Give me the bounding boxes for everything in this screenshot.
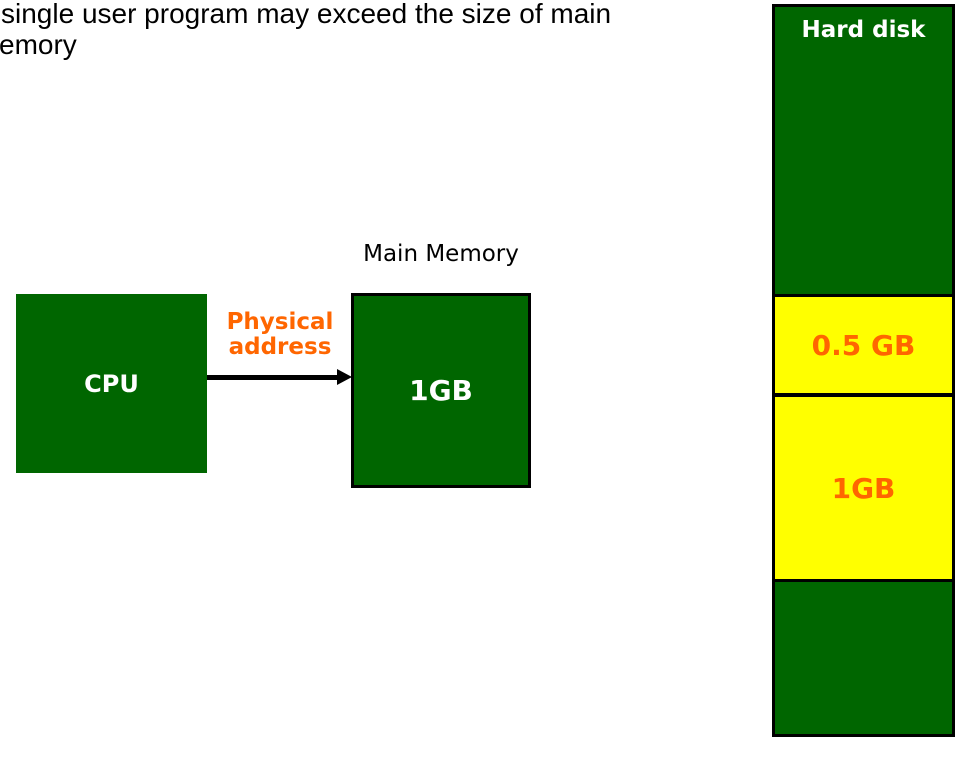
- hard-disk-section-top: Hard disk: [775, 7, 952, 294]
- main-memory-size-label: 1GB: [409, 374, 473, 407]
- hard-disk-section-bottom: [775, 582, 952, 734]
- heading-line-1: single user program may exceed the size …: [1, 0, 612, 29]
- hard-disk-section-half-gb: 0.5 GB: [775, 297, 952, 393]
- cpu-box: CPU: [16, 294, 207, 473]
- hard-disk-column: Hard disk 0.5 GB 1GB: [772, 4, 955, 737]
- main-memory-title: Main Memory: [363, 241, 519, 267]
- main-memory-box: 1GB: [351, 293, 531, 488]
- cpu-label: CPU: [84, 369, 139, 398]
- physical-address-line1: Physical: [226, 309, 334, 335]
- hard-disk-one-gb-label: 1GB: [831, 471, 896, 505]
- hard-disk-half-gb-label: 0.5 GB: [811, 328, 916, 362]
- physical-address-line2: address: [228, 334, 332, 360]
- heading-line-2: emory: [0, 29, 77, 60]
- hard-disk-section-one-gb: 1GB: [775, 397, 952, 579]
- arrow-head-icon: [337, 369, 352, 385]
- hard-disk-title: Hard disk: [801, 17, 926, 43]
- physical-address-label: Physical address: [205, 310, 355, 360]
- physical-address-arrow-shaft: [207, 375, 339, 380]
